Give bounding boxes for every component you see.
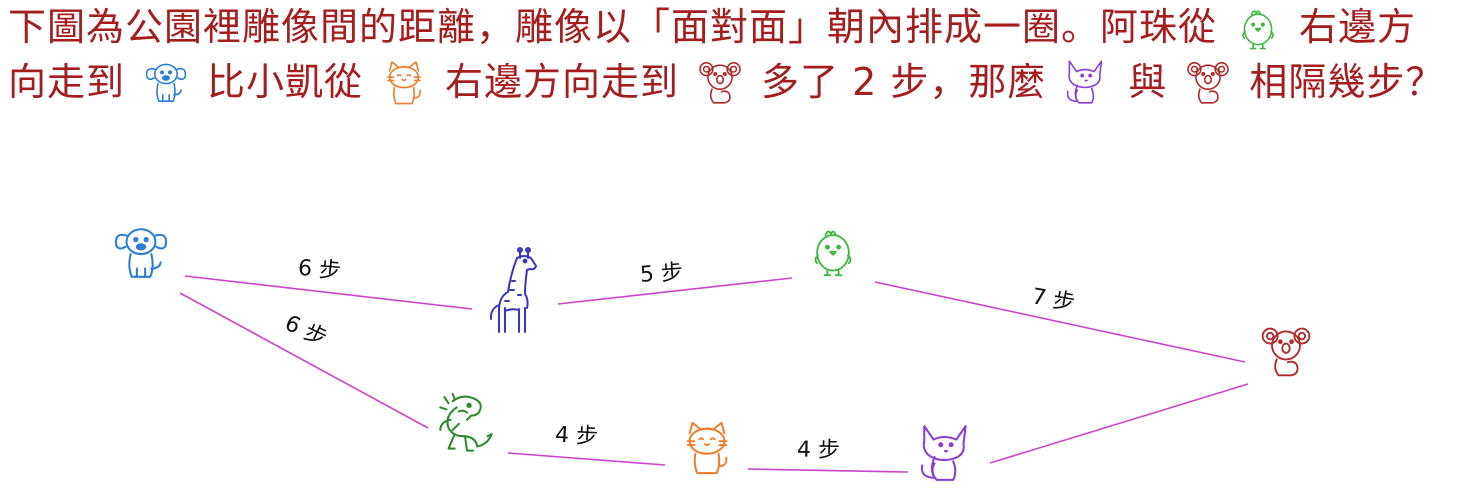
giraffe-icon [489,246,538,334]
koala-icon [1261,327,1311,377]
question-part-4: 右邊方向走到 [445,60,680,104]
edge-fox-koala [989,383,1249,464]
edge-label-bird-koala: 7 步 [1030,284,1077,316]
cat-icon [686,421,728,475]
question-part-5: 多了 2 步，那麼 [761,60,1047,104]
question-text: 下圖為公園裡雕像間的距離，雕像以「面對面」朝內排成一圈。阿珠從右邊方向走到 比小凱… [8,0,1453,110]
bird-icon [814,230,852,277]
dragon-icon [439,393,493,452]
fox-icon [920,425,967,481]
edge-bird-koala [874,281,1246,363]
question-part-3: 比小凱從 [207,60,364,104]
distance-labels: 6 步 5 步 7 步 6 步 4 步 4 步 [281,256,1077,464]
edge-dog-giraffe [184,275,473,310]
edge-dog-dragon [179,292,429,429]
question-part-7: 相隔幾步？ [1249,60,1445,104]
question-part-2: 右邊方向走到 [8,5,1417,104]
edge-label-giraffe-bird: 5 步 [639,260,684,288]
dog-icon [114,228,168,278]
edge-giraffe-bird [557,277,793,305]
edge-label-cat-fox: 4 步 [797,438,840,464]
statues [114,228,1311,481]
edge-label-dragon-cat: 4 步 [554,423,598,450]
edge-dragon-cat [507,452,666,466]
distance-lines [179,275,1249,473]
edge-label-dog-dragon: 6 步 [281,311,331,352]
edge-cat-fox [747,468,909,473]
question-part-6: 與 [1128,60,1168,104]
question-part-1: 下圖為公園裡雕像間的距離，雕像以「面對面」朝內排成一圈。阿珠從 [8,5,1218,49]
edge-label-dog-giraffe: 6 步 [297,256,342,285]
